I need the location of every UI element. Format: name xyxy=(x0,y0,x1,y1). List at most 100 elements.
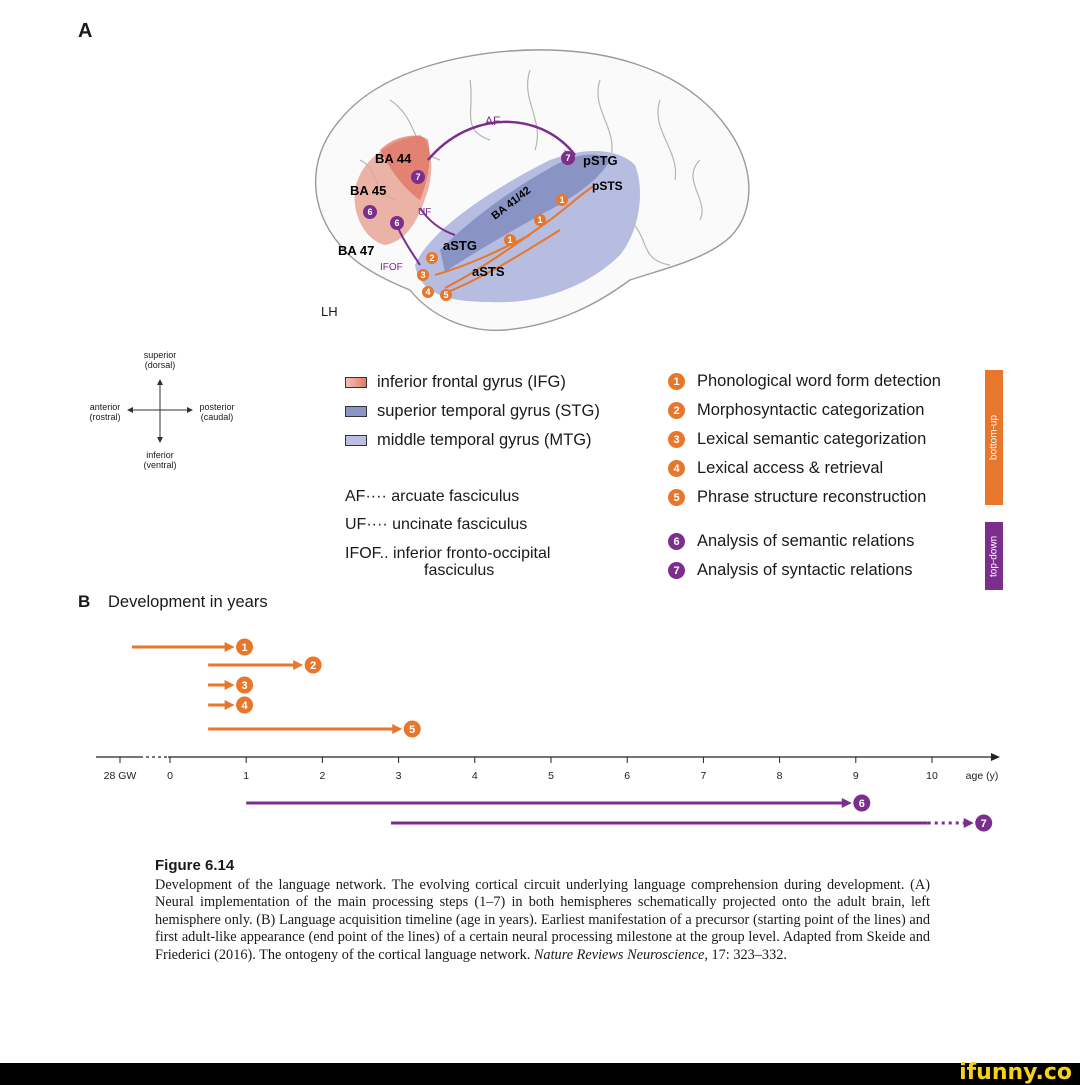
timeline-arrowhead xyxy=(224,680,235,690)
svg-text:6: 6 xyxy=(394,218,399,228)
svg-text:1: 1 xyxy=(507,235,512,245)
axis-tick-label: 5 xyxy=(548,770,554,782)
timeline-arrowhead xyxy=(841,798,852,808)
bottom-up-tag: bottom-up xyxy=(985,370,1003,505)
svg-text:7: 7 xyxy=(565,153,570,163)
svg-text:2: 2 xyxy=(429,253,434,263)
svg-text:1: 1 xyxy=(537,215,542,225)
label-astg: aSTG xyxy=(443,238,477,253)
label-psts: pSTS xyxy=(592,179,623,193)
timeline-badge xyxy=(403,720,421,738)
figure-title: Figure 6.14 xyxy=(155,857,235,874)
orientation-compass: superior (dorsal) anterior (rostral) pos… xyxy=(90,350,235,470)
svg-text:4: 4 xyxy=(425,287,430,297)
axis-tick-label: 2 xyxy=(319,770,325,782)
figure-caption: Figure 6.14 Development of the language … xyxy=(155,857,930,965)
panel-a-label: A xyxy=(78,20,93,42)
timeline-chart: 28 GW 0 1 2 3 4 5 6 7 8 9 10 age (y) 1 2 3 4 5 6 7 xyxy=(96,638,1000,832)
brain-illustration: AF BA 44 BA 45 BA 47 BA 41/42 pSTG pSTS … xyxy=(314,49,750,332)
caption-ref: , 17: 323–332. xyxy=(704,946,787,963)
timeline-badge xyxy=(975,814,993,832)
legend-stg-text: superior temporal gyrus (STG) xyxy=(377,402,600,420)
axis-tick-label: 6 xyxy=(624,770,630,782)
axis-label: age (y) xyxy=(966,770,999,782)
legend-mtg-text: middle temporal gyrus (MTG) xyxy=(377,431,592,449)
label-caudal: (caudal) xyxy=(200,412,234,422)
timeline-badge-label: 2 xyxy=(310,660,316,672)
timeline-badge xyxy=(236,638,254,656)
label-asts: aSTS xyxy=(472,264,505,279)
axis-tick-label: 7 xyxy=(700,770,706,782)
svg-text:AF: AF xyxy=(485,114,500,128)
axis-arrowhead xyxy=(991,753,1000,761)
timeline-badge xyxy=(236,676,254,694)
timeline-arrowhead xyxy=(293,660,304,670)
axis-tick-label: 10 xyxy=(926,770,938,782)
label-uf: UF xyxy=(418,207,431,218)
compass-arrows xyxy=(127,379,193,443)
axis-tick-label: 0 xyxy=(167,770,173,782)
legend-af: AF···· arcuate fasciculus xyxy=(345,488,520,505)
svg-text:6: 6 xyxy=(367,207,372,217)
label-rostral: (rostral) xyxy=(89,412,121,422)
timeline-badge-label: 1 xyxy=(242,642,248,654)
panel-b-title: Development in years xyxy=(108,593,268,611)
label-dorsal: (dorsal) xyxy=(144,360,176,370)
label-anterior: anterior xyxy=(89,402,121,412)
timeline-arrowhead xyxy=(224,700,235,710)
axis-tick-label: 28 GW xyxy=(104,770,137,782)
label-ba45: BA 45 xyxy=(350,183,386,198)
legend-ifg-text: inferior frontal gyrus (IFG) xyxy=(377,373,566,391)
swatch-ifg xyxy=(345,377,367,388)
caption-journal: Nature Reviews Neuroscience xyxy=(533,946,705,963)
label-ba47: BA 47 xyxy=(338,243,374,258)
label-ba44: BA 44 xyxy=(375,151,412,166)
label-inferior: inferior xyxy=(146,450,174,460)
timeline-badge xyxy=(304,656,322,674)
label-posterior: posterior xyxy=(199,402,235,412)
label-pstg: pSTG xyxy=(583,153,618,168)
top-down-tag: top-down xyxy=(985,522,1003,590)
legend-mtg: middle temporal gyrus (MTG) xyxy=(345,431,592,450)
footer-bar: ifunny.co xyxy=(0,1060,1080,1085)
timeline-badge xyxy=(853,794,871,812)
legend-ifg: inferior frontal gyrus (IFG) xyxy=(345,373,566,392)
axis-tick-label: 9 xyxy=(853,770,859,782)
axis-tick-label: 8 xyxy=(777,770,783,782)
timeline-badge-label: 6 xyxy=(859,798,865,810)
timeline-badge xyxy=(236,696,254,714)
timeline-badge-label: 7 xyxy=(981,818,987,830)
legend-stg: superior temporal gyrus (STG) xyxy=(345,402,600,421)
svg-text:3: 3 xyxy=(420,270,425,280)
timeline-badge-label: 4 xyxy=(242,700,249,712)
axis-tick-label: 3 xyxy=(396,770,402,782)
timeline-arrowhead xyxy=(392,724,403,734)
hemisphere-label: LH xyxy=(321,304,338,319)
svg-text:7: 7 xyxy=(415,172,420,182)
axis-tick-label: 1 xyxy=(243,770,249,782)
brand-logo: ifunny.co xyxy=(959,1060,1072,1085)
caption-text: Development of the language network. The… xyxy=(155,876,930,963)
svg-text:1: 1 xyxy=(559,195,564,205)
timeline-badge-label: 5 xyxy=(409,724,415,736)
label-ventral: (ventral) xyxy=(143,460,177,470)
swatch-stg xyxy=(345,406,367,417)
timeline-badge-label: 3 xyxy=(242,680,248,692)
label-superior: superior xyxy=(143,350,177,360)
svg-text:5: 5 xyxy=(443,290,448,300)
axis-tick-label: 4 xyxy=(472,770,478,782)
timeline-arrowhead xyxy=(963,818,974,828)
legend-ifof: IFOF.. inferior fronto-occipital fascicu… xyxy=(345,545,551,579)
timeline-arrowhead xyxy=(224,642,235,652)
panel-b-label: B xyxy=(78,592,91,611)
legend-uf: UF···· uncinate fasciculus xyxy=(345,516,528,533)
label-ifof: IFOF xyxy=(380,262,403,273)
swatch-mtg xyxy=(345,435,367,446)
